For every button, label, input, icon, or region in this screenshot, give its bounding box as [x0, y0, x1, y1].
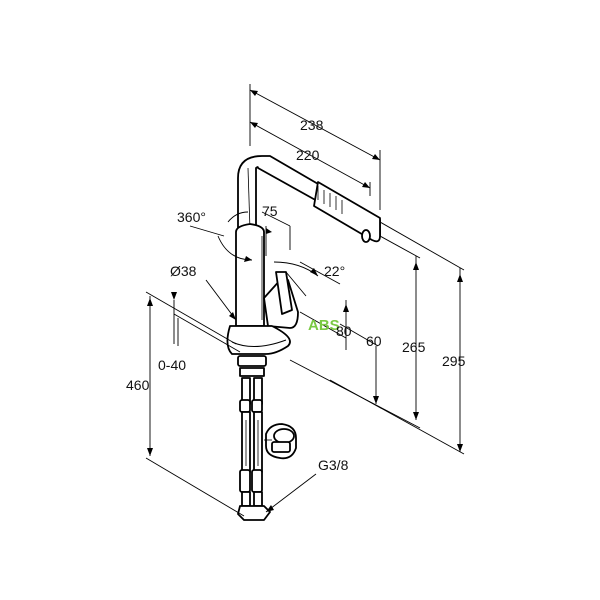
faucet-body	[226, 155, 381, 377]
hose-fitting	[237, 505, 271, 521]
dim-360-label: 360°	[177, 209, 206, 225]
dimension-labels: 238 220 360° 75 Ø38 22° ABS 80 60 265 29…	[126, 117, 466, 473]
dim-295-label: 295	[442, 353, 466, 369]
dim-38-label: Ø38	[170, 263, 197, 279]
dim-22-label: 22°	[324, 263, 345, 279]
dim-040-label: 0-40	[158, 357, 186, 373]
dim-238-label: 238	[300, 117, 324, 133]
dim-460-label: 460	[126, 377, 150, 393]
body-column	[235, 223, 265, 327]
dimension-lines	[145, 84, 465, 517]
watermark-text: ABS	[308, 317, 340, 334]
dim-75-label: 75	[262, 203, 278, 219]
dim-220-label: 220	[296, 147, 320, 163]
dim-60-label: 60	[366, 333, 382, 349]
base-plate	[226, 325, 291, 355]
dim-265-label: 265	[402, 339, 426, 355]
base-nut	[237, 355, 267, 367]
supply-hoses	[237, 377, 271, 521]
thread-g38-label: G3/8	[318, 457, 349, 473]
check-valve	[264, 423, 297, 460]
spout-grip-dashes	[317, 186, 343, 214]
lever-grip	[275, 271, 293, 315]
dim-80-label: 80	[336, 323, 352, 339]
